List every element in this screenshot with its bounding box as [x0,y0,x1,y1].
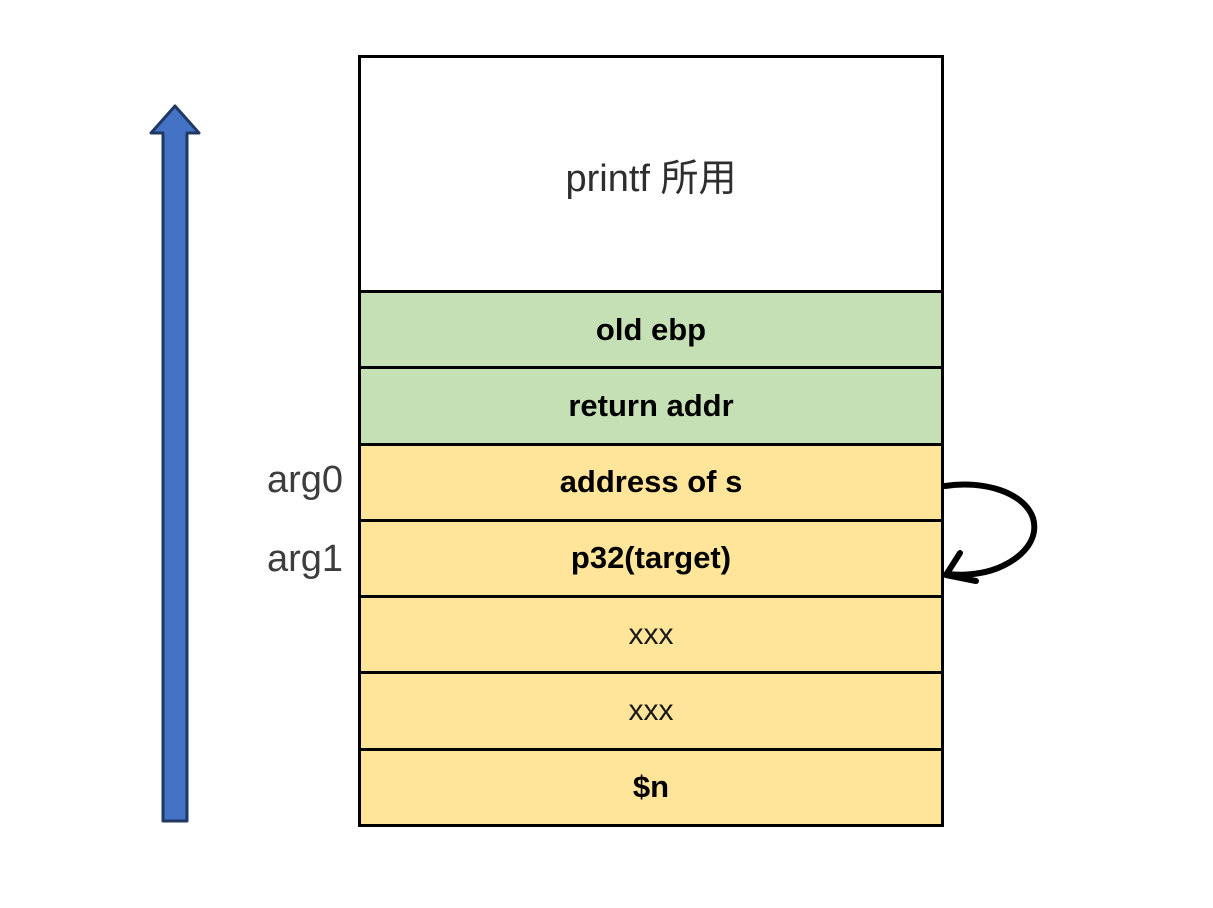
stack-cell-p32-target: p32(target) [361,518,941,596]
arg1-label: arg1 [266,538,343,580]
stack-cell-xxx-2: xxx [361,671,941,748]
up-arrow-shape [149,104,201,823]
stack-cell-printf-area: printf 所用 [361,58,941,290]
stack-cell-return-addr: return addr [361,366,941,443]
stack-cell-dollar-n: $n [361,747,941,824]
pointer-loop-arrow-icon [942,481,1038,584]
arg0-label: arg0 [266,459,343,501]
stack-cell-old-ebp: old ebp [361,290,941,367]
stack-direction-up-arrow-icon [149,104,201,823]
loop-arrow-curve [942,481,1038,578]
stack-table: printf 所用 old ebp return addr address of… [358,55,944,827]
stack-cell-address-of-s: address of s [361,442,941,519]
loop-arrow-head [943,550,979,584]
stack-cell-xxx-1: xxx [361,595,941,672]
